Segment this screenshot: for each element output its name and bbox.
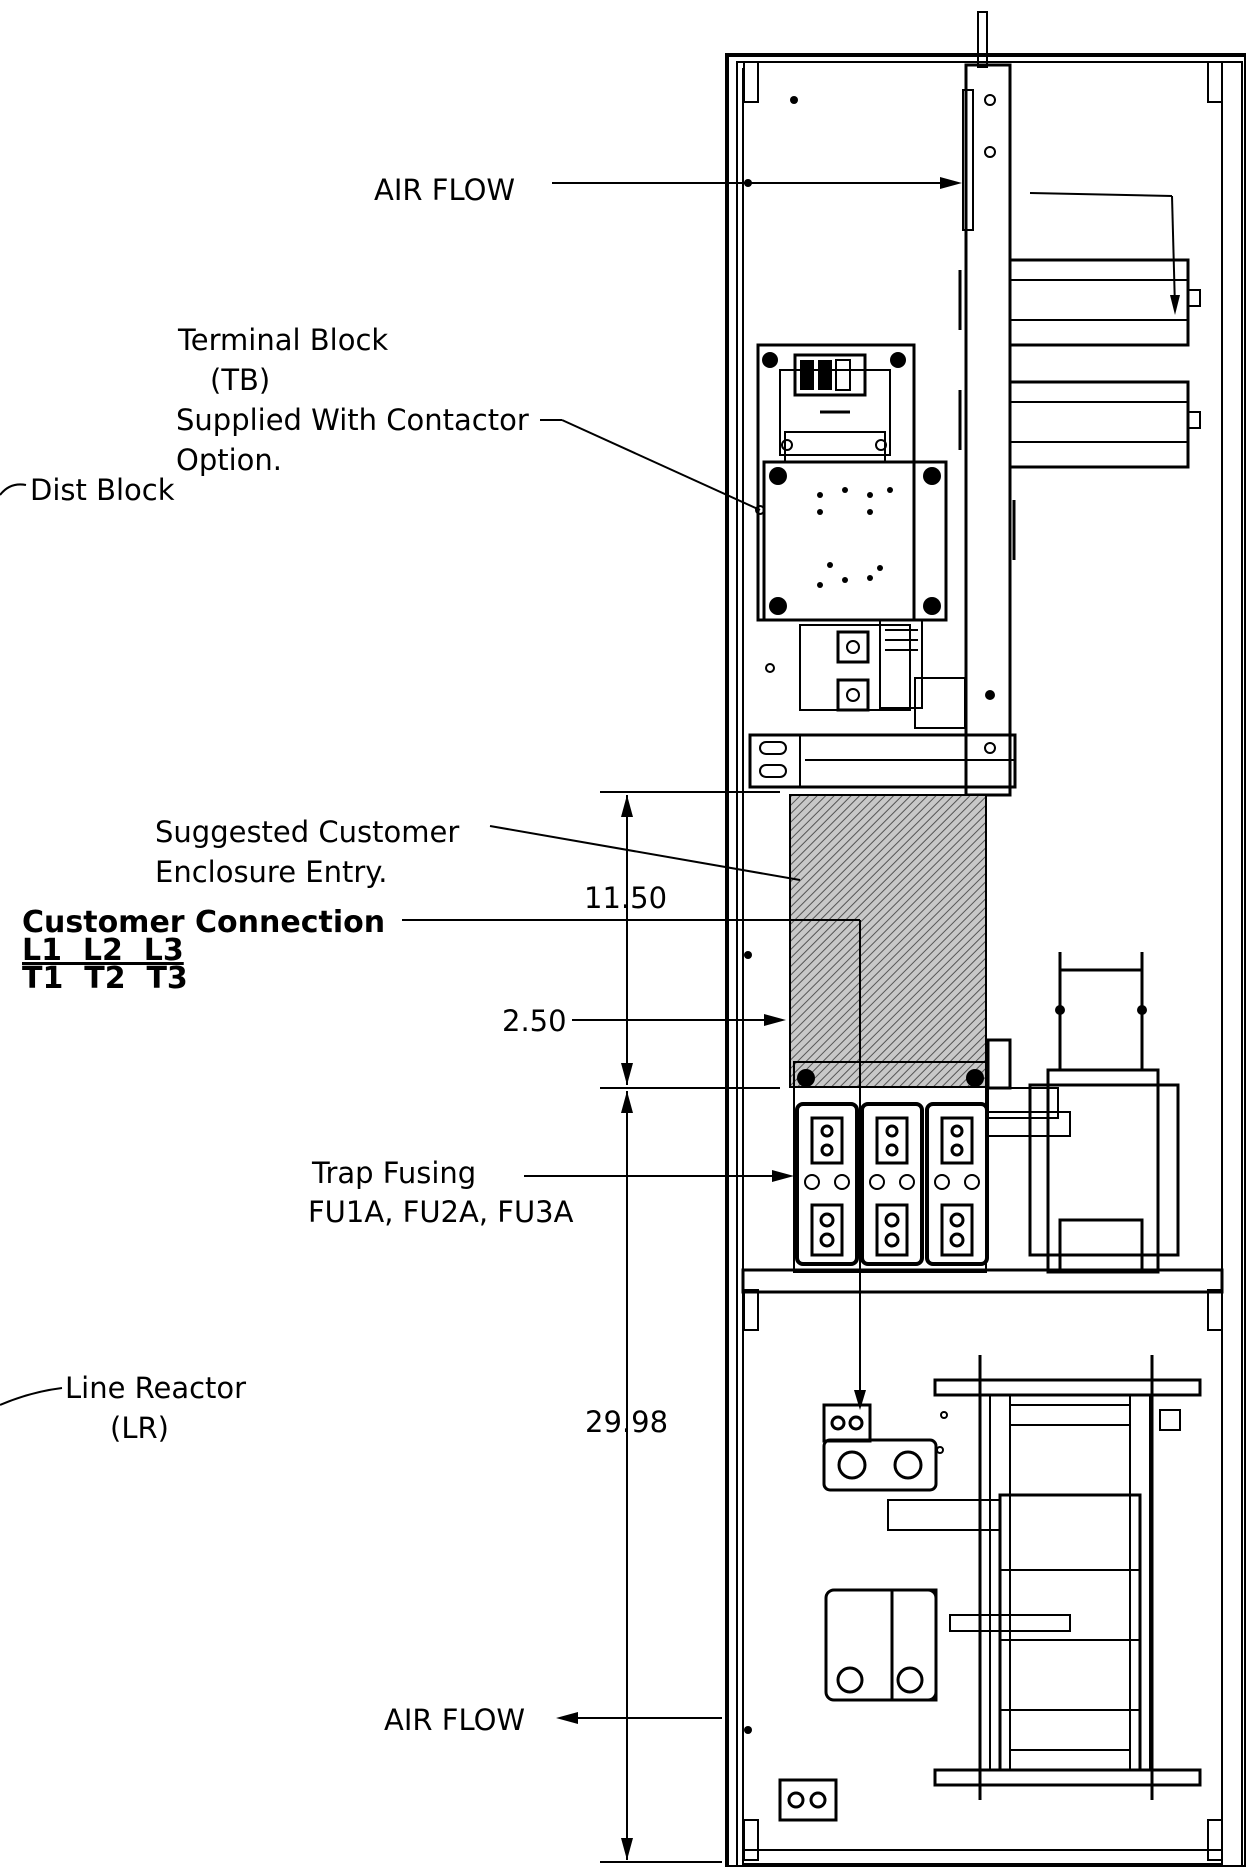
- customer-connection-label: Customer Connection: [22, 905, 385, 940]
- line-reactor-label-line2: (LR): [110, 1411, 169, 1445]
- trap-fusing-label-line1: Trap Fusing: [311, 1156, 476, 1190]
- terminal-block-label-line1: Terminal Block: [177, 323, 388, 357]
- trap-fusing: [793, 1061, 989, 1273]
- top-rail-assembly: [958, 11, 1201, 797]
- terminal-block-contactor: [748, 343, 1017, 789]
- air-flow-bottom-label: AIR FLOW: [384, 1703, 525, 1737]
- terminal-block-label-line2: (TB): [210, 363, 270, 397]
- dist-block-label: Dist Block: [30, 473, 175, 507]
- trap-fusing-label-line2: FU1A, FU2A, FU3A: [308, 1195, 574, 1229]
- enclosure-entry-area: [789, 794, 987, 1088]
- dimension-d1-label: 11.50: [584, 881, 667, 915]
- air-flow-top-label: AIR FLOW: [374, 173, 515, 207]
- line-reactor-label-line1: Line Reactor: [65, 1371, 246, 1405]
- load-terminals-label: T1 T2 T3: [22, 961, 188, 996]
- dimension-d3-label: 29.98: [585, 1405, 668, 1439]
- line-terminals-label: L1 L2 L3: [22, 933, 184, 968]
- terminal-block-label-line4: Option.: [176, 443, 282, 477]
- entry-label-line1: Suggested Customer: [155, 815, 459, 849]
- dimension-lines: [600, 791, 780, 1863]
- entry-label-line2: Enclosure Entry.: [155, 855, 388, 889]
- coil-assembly: [986, 952, 1180, 1274]
- leader-lines: [0, 177, 962, 1724]
- text-labels: AIR FLOW Terminal Block (TB) Supplied Wi…: [22, 173, 668, 1737]
- dimension-d2-label: 2.50: [502, 1004, 567, 1038]
- terminal-block-label-line3: Supplied With Contactor: [176, 403, 529, 437]
- line-reactor: [778, 1355, 1202, 1822]
